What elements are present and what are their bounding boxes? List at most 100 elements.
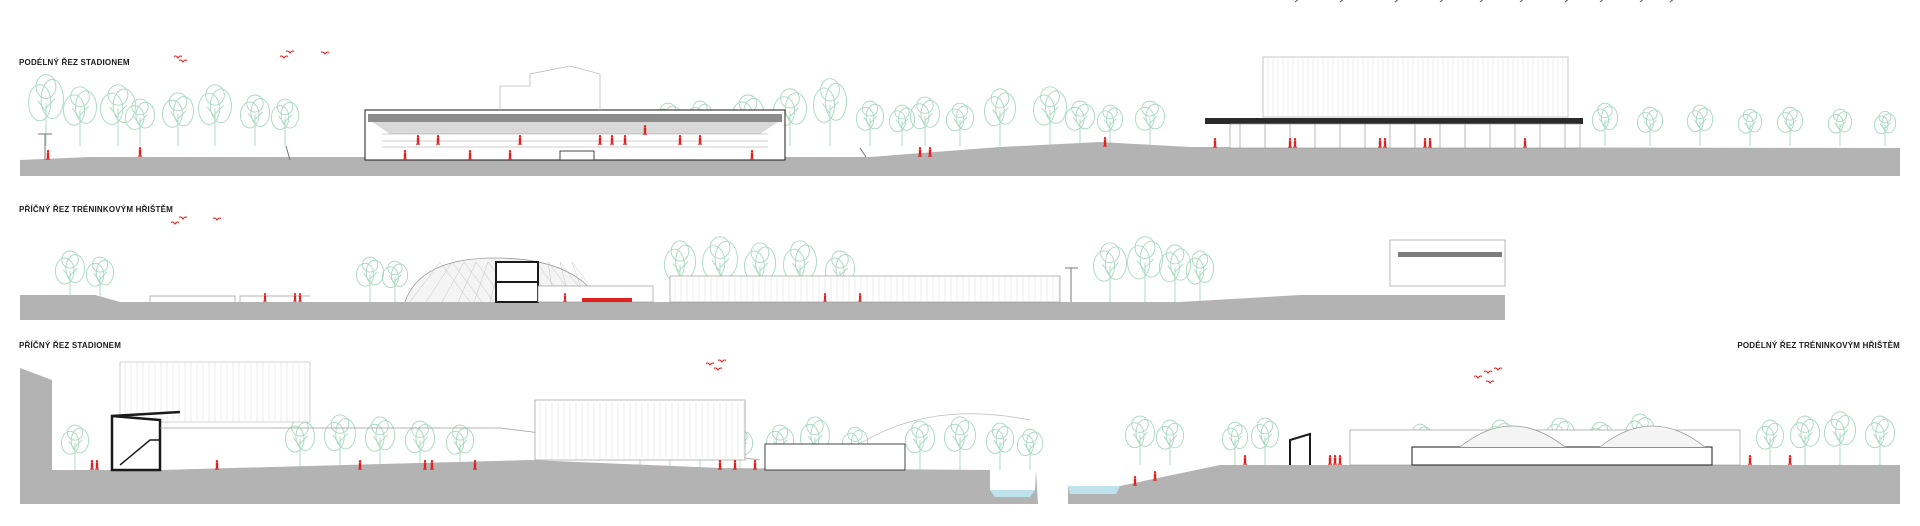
grandstand-stair xyxy=(119,439,160,466)
person xyxy=(1213,138,1217,148)
person xyxy=(298,293,302,302)
tree xyxy=(1686,104,1714,146)
section-title-cross-stadium: PŘÍČNÝ ŘEZ STADIONEM xyxy=(19,341,122,350)
tree xyxy=(270,98,300,146)
tree xyxy=(1221,421,1249,465)
water xyxy=(990,490,1035,497)
tree xyxy=(1124,415,1155,465)
stadium-tiers xyxy=(382,133,768,148)
top-edge-fragments xyxy=(1294,0,1674,3)
person xyxy=(858,293,862,302)
tree xyxy=(1737,108,1763,146)
stadium-canopy xyxy=(372,122,778,134)
person xyxy=(928,147,932,157)
ground xyxy=(20,295,1505,320)
cropped-marks xyxy=(1294,0,1674,3)
person xyxy=(1523,138,1527,148)
person xyxy=(46,150,50,160)
tree xyxy=(381,260,409,302)
bird xyxy=(320,51,330,55)
person xyxy=(468,150,472,160)
person xyxy=(95,460,99,470)
tree xyxy=(1789,415,1820,465)
person xyxy=(753,460,757,470)
bird xyxy=(178,59,188,63)
section-title-longitudinal-training-pitch: PODÉLNÝ ŘEZ TRÉNINKOVÝM HŘIŠTĚM xyxy=(1737,341,1900,350)
person xyxy=(1748,455,1752,465)
person xyxy=(598,135,602,145)
background-buildings xyxy=(499,65,601,110)
stadium-block xyxy=(1389,239,1506,287)
tree xyxy=(945,102,975,146)
tree xyxy=(888,104,916,146)
section-title-cross-training-pitch: PŘÍČNÝ ŘEZ TRÉNINKOVÝM HŘIŠTĚM xyxy=(19,205,174,214)
section-longitudinal-training-pitch xyxy=(1068,367,1900,504)
person xyxy=(90,460,94,470)
stadium-backdrop-lines xyxy=(124,363,306,421)
tree xyxy=(365,416,396,470)
person xyxy=(215,460,219,470)
tree xyxy=(1827,108,1853,146)
tree xyxy=(1134,100,1165,146)
dome-right xyxy=(1599,425,1706,448)
tree xyxy=(1250,417,1280,465)
tree xyxy=(1776,106,1804,146)
person xyxy=(698,135,702,145)
ground xyxy=(20,142,1900,176)
section-cross-stadium xyxy=(20,359,1044,504)
ramp-markers xyxy=(285,145,867,161)
person xyxy=(138,147,142,157)
tree xyxy=(985,422,1015,470)
tree xyxy=(905,420,936,470)
tree xyxy=(1824,411,1856,465)
bird xyxy=(285,50,295,54)
ground xyxy=(1068,465,1900,504)
person xyxy=(1378,138,1382,148)
person xyxy=(293,293,297,302)
arena-ground-floor xyxy=(1229,123,1581,149)
hall-cladding xyxy=(674,277,1060,301)
person xyxy=(678,135,682,145)
tree xyxy=(124,98,155,146)
bird xyxy=(1493,367,1503,371)
gate-structure xyxy=(1289,432,1311,465)
person xyxy=(750,150,754,160)
person xyxy=(823,293,827,302)
arena-volume xyxy=(1262,56,1569,118)
red-benches xyxy=(582,298,632,302)
person xyxy=(263,293,267,302)
arena-section-lines xyxy=(539,402,745,458)
bird xyxy=(717,359,727,363)
tree xyxy=(1093,242,1127,302)
bird xyxy=(212,217,222,221)
tree xyxy=(1864,415,1895,465)
tree xyxy=(1755,419,1785,465)
person xyxy=(1133,476,1137,486)
tree xyxy=(355,256,385,302)
person xyxy=(430,460,434,470)
tree xyxy=(855,100,885,146)
lamp-post xyxy=(1065,267,1078,302)
tree xyxy=(1873,110,1897,146)
hill-outline xyxy=(859,413,1031,445)
tree xyxy=(239,94,270,146)
tree xyxy=(100,84,136,146)
arena-cladding xyxy=(1267,58,1564,116)
bird xyxy=(1485,380,1495,384)
person xyxy=(1288,138,1292,148)
low-building xyxy=(764,443,906,471)
training-hall xyxy=(669,275,1061,303)
person xyxy=(508,150,512,160)
person xyxy=(1338,455,1342,465)
tree xyxy=(910,96,941,146)
dome-left xyxy=(1459,425,1566,448)
tree xyxy=(162,92,194,146)
water xyxy=(1068,486,1120,494)
person xyxy=(1428,138,1432,148)
person xyxy=(1293,138,1297,148)
tree xyxy=(55,250,85,302)
person xyxy=(1103,137,1107,147)
tree xyxy=(984,88,1016,146)
stadium-entrance xyxy=(559,150,595,161)
